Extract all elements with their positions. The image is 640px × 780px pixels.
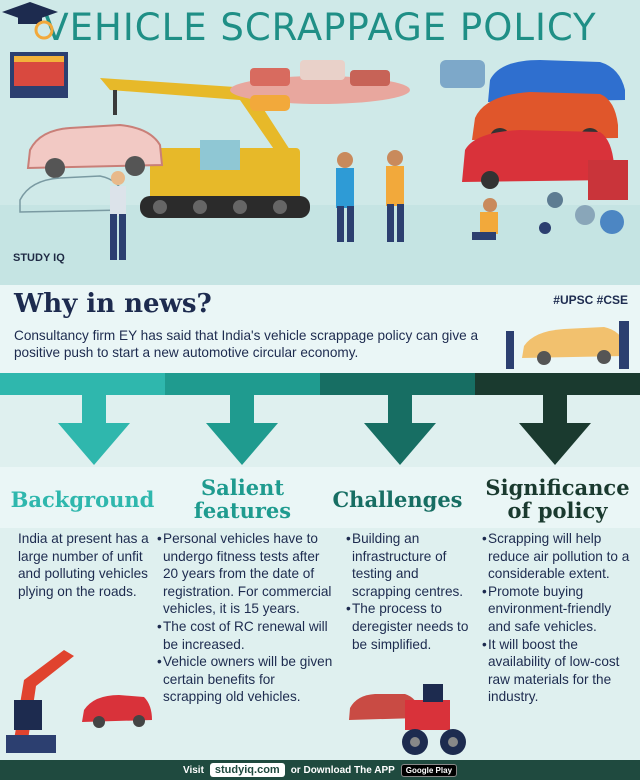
significance-body: Scrapping will help reduce air pollution… [482, 530, 637, 706]
worker-icon [110, 171, 126, 260]
why-in-news-heading: Why in news? [14, 289, 212, 319]
background-body: India at present has a large number of u… [18, 530, 158, 600]
salient-features-body: Personal vehicles have to undergo fitnes… [157, 530, 337, 706]
salient-features-heading: Salient features [193, 475, 292, 523]
footer: Visit studyiq.com or Download The APP Go… [0, 760, 640, 780]
background-heading: Background [10, 486, 155, 512]
arrow-down-icon [364, 395, 436, 465]
significance-heading: Significance of policy [485, 475, 630, 523]
men-handshake-icon [336, 150, 404, 242]
list-item: It will boost the availability of low-co… [482, 636, 637, 706]
list-item: The process to deregister needs to be si… [346, 600, 474, 653]
hashtags: #UPSC #CSE [553, 293, 628, 307]
band-features [165, 373, 320, 395]
why-in-news-text: Consultancy firm EY has said that India'… [14, 328, 479, 360]
excavator-icon [100, 78, 310, 218]
list-item: Building an infrastructure of testing an… [346, 530, 474, 600]
cars-stack-icon [462, 60, 625, 189]
list-item: Vehicle owners will be given certain ben… [157, 653, 337, 706]
list-item: India at present has a large number of u… [18, 531, 149, 599]
band-challenges [320, 373, 475, 395]
challenges-body: Building an infrastructure of testing an… [346, 530, 474, 653]
band-significance [475, 373, 640, 395]
graduation-cap-icon [2, 2, 58, 40]
arrow-down-icon [519, 395, 591, 465]
arrow-down-icon [58, 395, 130, 465]
why-in-news-section: Why in news? #UPSC #CSE Consultancy firm… [0, 285, 640, 373]
challenges-heading: Challenges [332, 486, 463, 512]
lifted-car-icon [26, 123, 164, 178]
google-play-badge[interactable]: Google Play [400, 763, 458, 777]
crusher-machine-icon [10, 52, 68, 98]
crane-lifting-car-icon [506, 321, 629, 369]
site-link[interactable]: studyiq.com [209, 763, 285, 777]
arrow-down-icon [206, 395, 278, 465]
scrap-crane-icon [6, 650, 152, 753]
list-item: Scrapping will help reduce air pollution… [482, 530, 637, 583]
hero-banner: VEHICLE SCRAPPAGE POLICY STUDY IQ [0, 0, 640, 285]
list-item: Promote buying environment-friendly and … [482, 583, 637, 636]
headers-row [0, 467, 640, 528]
list-item: The cost of RC renewal will be increased… [157, 618, 337, 653]
bulldozer-icon [349, 684, 466, 755]
arrow-row [0, 395, 640, 467]
page-title: VEHICLE SCRAPPAGE POLICY [43, 6, 597, 49]
hero-illustration [0, 52, 640, 285]
band-background [0, 373, 165, 395]
mechanic-icon [472, 198, 498, 240]
list-item: Personal vehicles have to undergo fitnes… [157, 530, 337, 618]
